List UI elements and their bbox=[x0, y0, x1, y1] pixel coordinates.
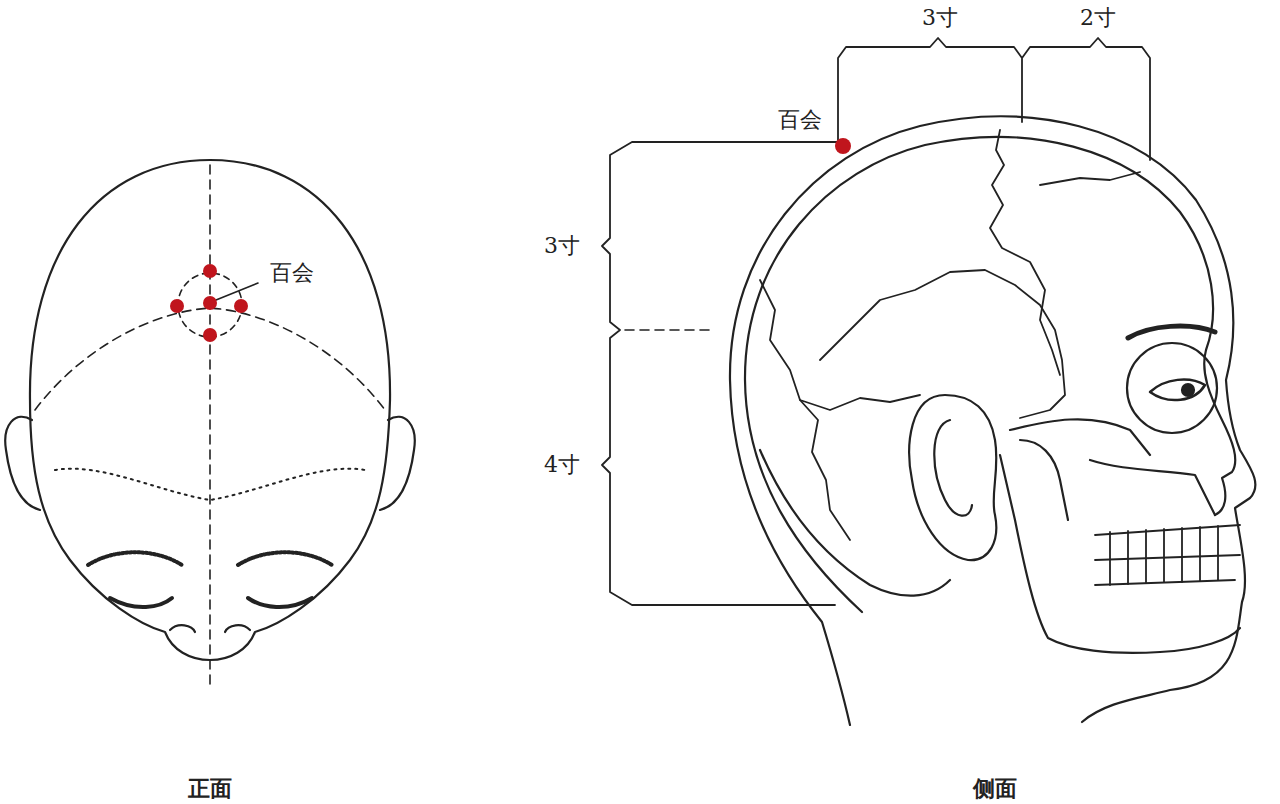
nose bbox=[170, 625, 250, 632]
leader-line bbox=[216, 283, 258, 300]
head-profile bbox=[730, 116, 1255, 725]
view-caption: 侧面 bbox=[973, 775, 1017, 801]
dimension-label: 4寸 bbox=[544, 452, 580, 478]
lambdoid-suture bbox=[760, 280, 850, 540]
view-caption: 正面 bbox=[188, 775, 232, 801]
eye-left bbox=[110, 598, 172, 607]
eye bbox=[1150, 380, 1205, 401]
temporal-suture bbox=[800, 395, 920, 410]
teeth bbox=[1095, 525, 1240, 585]
eyebrow-left bbox=[88, 552, 182, 565]
ear-apex-line bbox=[35, 308, 385, 410]
eye-right bbox=[248, 598, 312, 607]
left-bracket bbox=[602, 142, 838, 605]
ear-right bbox=[380, 417, 415, 510]
point-label: 百会 bbox=[270, 260, 314, 286]
maxilla bbox=[1090, 460, 1215, 515]
eye-orbit bbox=[1127, 343, 1217, 433]
zygomatic-arch bbox=[1010, 419, 1150, 455]
skull-base bbox=[760, 450, 950, 596]
pupil bbox=[1182, 384, 1194, 396]
four-point-circle bbox=[178, 273, 242, 337]
skull-outline bbox=[745, 137, 1235, 612]
dimension-label: 3寸 bbox=[922, 5, 958, 31]
dimension-label: 2寸 bbox=[1080, 5, 1116, 31]
baihui-point bbox=[835, 138, 851, 154]
acupoints bbox=[170, 264, 248, 342]
coronal-suture bbox=[990, 130, 1060, 375]
eyebrow bbox=[1128, 326, 1215, 338]
ear-left bbox=[5, 417, 40, 510]
frontal-suture bbox=[1040, 172, 1140, 185]
ear bbox=[909, 395, 996, 560]
dimension-label: 3寸 bbox=[544, 233, 580, 259]
mandible bbox=[1000, 455, 1240, 653]
eyebrow-right bbox=[238, 552, 332, 565]
midline bbox=[209, 165, 211, 688]
mandible-ramus bbox=[1020, 440, 1068, 520]
top-bracket bbox=[838, 38, 1150, 160]
hairline bbox=[55, 469, 365, 500]
ear-level-line bbox=[625, 329, 710, 331]
point-label: 百会 bbox=[778, 107, 822, 133]
